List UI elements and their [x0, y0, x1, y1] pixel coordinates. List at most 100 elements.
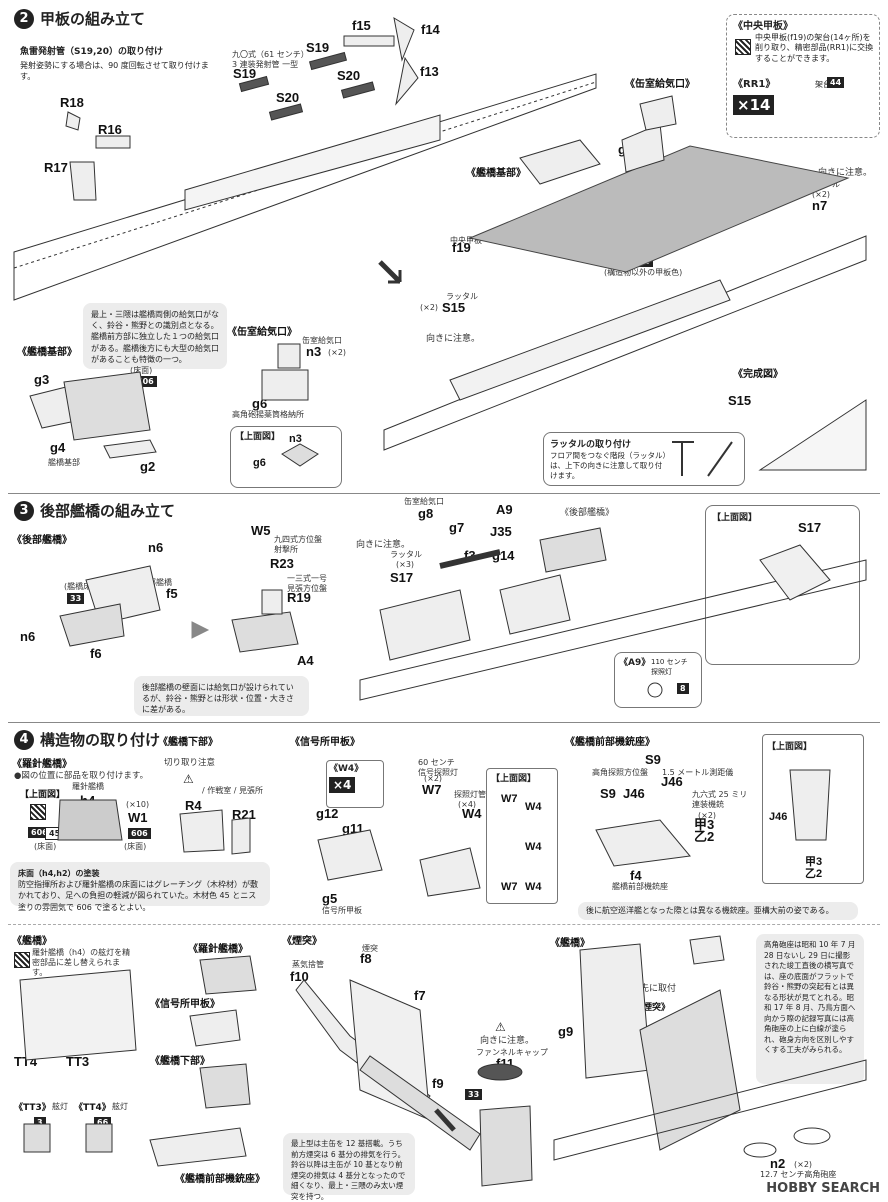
- s9-caption: 高角探照方位盤: [592, 768, 648, 777]
- mg-note: 後に航空巡洋艦となった際とは異なる機銃座。亜構大前の姿である。: [578, 902, 858, 920]
- label-r17: R17: [44, 160, 68, 175]
- paint-code: 606: [28, 827, 51, 838]
- floor-caption: (床面): [34, 842, 57, 851]
- warning-icon: ⚠: [183, 772, 194, 786]
- exploded-bridge-lower: 《艦橋下部》: [150, 1056, 210, 1067]
- precision-part-icon: [14, 952, 30, 968]
- floor-caption: (床面): [124, 842, 147, 851]
- label-n6: n6: [20, 629, 36, 644]
- label-g8: g8: [418, 506, 434, 521]
- torpedo-note: 魚雷発射管（S19,20）の取り付け 発射姿勢にする場合は、90 度回転させて取…: [14, 40, 220, 84]
- orient-note: 向きに注意。: [426, 334, 481, 344]
- label-a4: A4: [297, 653, 314, 668]
- f10-caption: 蒸気捨管: [292, 960, 324, 969]
- label-n2: n2: [770, 1156, 786, 1171]
- label-s15: S15: [728, 393, 752, 408]
- label-r4: R4: [185, 798, 202, 813]
- ladder-attach-text: フロア間をつなぐ階段（ラッタル）は、上下の向きに注意して取り付けます。: [550, 451, 667, 480]
- g8-caption: 缶室給気口: [404, 497, 444, 506]
- n3-caption: 缶室給気口: [302, 336, 342, 345]
- label-g6: g6: [252, 396, 268, 411]
- w4-detail-box: 《W4》 ×4: [326, 760, 384, 808]
- tt4-title: 《TT4》: [74, 1103, 111, 1113]
- label-g6: g6: [253, 457, 266, 469]
- torpedo-note-text: 発射姿勢にする場合は、90 度回転させて取り付けます。: [20, 61, 209, 81]
- top-view-box: 【上面図】 n3 g6: [230, 426, 342, 488]
- rear-bridge-subtitle: 《後部艦橋》: [560, 508, 615, 518]
- label-g5: g5: [322, 891, 338, 906]
- label-w1: W1: [128, 810, 148, 825]
- bridge-base-caption: 艦橋基部: [48, 458, 80, 467]
- rr1-title: 《RR1》: [733, 79, 776, 90]
- label-j46: J46: [623, 786, 645, 801]
- cut-sub: / 作戦室 / 見張所: [202, 786, 264, 795]
- warning-icon: ⚠: [495, 1020, 506, 1034]
- label-w7: W7: [501, 793, 518, 805]
- label-s17: S17: [798, 520, 822, 535]
- intake-title: 《缶室給気口》: [625, 79, 695, 90]
- label-kou3: 甲3: [805, 856, 823, 868]
- top-view-box: 【上面図】 W7 W4 W4 W7 W4: [486, 768, 558, 904]
- cut-note: 切り取り注意: [164, 758, 216, 768]
- label-tt3: TT3: [66, 1054, 90, 1069]
- label-r16: R16: [98, 122, 122, 137]
- label-s17: S17: [390, 570, 414, 585]
- bridge-floor-caption: (艦橋床): [64, 582, 95, 591]
- label-f9: f9: [432, 1076, 444, 1091]
- label-f11: f11: [496, 1056, 515, 1071]
- label-f13: f13: [420, 64, 439, 79]
- label-g7: g7: [449, 520, 465, 535]
- label-s9: S9: [807, 773, 821, 785]
- label-h4: h4: [80, 793, 96, 808]
- top-view-title: 【上面図】: [235, 432, 281, 442]
- ladder-qty: (×2): [420, 303, 439, 312]
- paint-code: 44: [827, 77, 845, 88]
- label-f3: f3: [464, 548, 476, 563]
- top-view-title: 【上面図】: [712, 513, 758, 523]
- bridge-base-part: [519, 139, 601, 185]
- j46-caption: 1.5 メートル測距儀: [662, 768, 734, 777]
- label-otsu2: 乙2: [805, 868, 823, 880]
- label-j46: J46: [661, 774, 683, 789]
- label-w7: W7: [422, 782, 442, 797]
- tt4-caption: 舷灯: [112, 1102, 128, 1111]
- w7-qty: (×2): [424, 774, 443, 783]
- label-w4: W4: [525, 801, 542, 813]
- section-divider: [8, 924, 880, 925]
- w1-qty: (×10): [126, 800, 150, 809]
- paint-code: 3: [34, 1117, 46, 1128]
- rear-bridge-subtitle: 《後部艦橋》: [12, 535, 72, 546]
- rear-bridge-note: 後部艦橋の壁面には給気口が設けられているが、鈴谷・熊野とは形状・位置・大きさに差…: [134, 676, 309, 716]
- label-f6: f6: [90, 646, 102, 661]
- step-title: 甲板の組み立て: [40, 10, 146, 28]
- label-f2: f2: [704, 935, 716, 950]
- label-n3: n3: [306, 344, 322, 359]
- f4-caption: 艦橋前部機銃座: [612, 882, 668, 891]
- floor-caption: (床面): [130, 366, 153, 375]
- ladder-qty: (×3): [396, 560, 415, 569]
- precision-part-icon: [30, 804, 46, 820]
- superstructure: [184, 114, 441, 211]
- a9-title: 《A9》: [619, 658, 651, 668]
- mg-qty: (×2): [698, 811, 717, 820]
- precision-part-icon: [735, 39, 751, 55]
- compass-bridge-text: ●図の位置に部品を取り付けます。: [14, 771, 149, 781]
- label-g9: g9: [558, 1024, 574, 1039]
- orient-note: 向きに注意。: [480, 1036, 535, 1046]
- exploded-front-mg: 《艦橋前部機銃座》: [175, 1174, 265, 1185]
- label-n7: n7: [812, 198, 828, 213]
- step-number: 2: [14, 8, 34, 29]
- label-s19: S19: [306, 40, 330, 55]
- bridge-text: 羅針艦橋（h4）の舷灯を精密部品に差し替えられます。: [32, 948, 131, 977]
- label-f7: f7: [414, 988, 426, 1003]
- label-f5: f5: [166, 586, 178, 601]
- ladder-caption: ラッタル: [808, 180, 840, 189]
- step-title: 後部艦橋の組み立て: [40, 502, 176, 520]
- label-n3: n3: [289, 433, 302, 445]
- torpedo-tube-caption: 九〇式（61 センチ） 3 連装発射管 一型: [232, 50, 309, 69]
- label-w7: W7: [501, 881, 518, 893]
- exploded-compass-bridge: 《羅針艦橋》: [188, 944, 248, 955]
- f11-caption: ファンネルキャップ: [476, 1048, 548, 1057]
- first-attach-note: 先に取付: [640, 984, 677, 994]
- label-f8: f8: [360, 951, 372, 966]
